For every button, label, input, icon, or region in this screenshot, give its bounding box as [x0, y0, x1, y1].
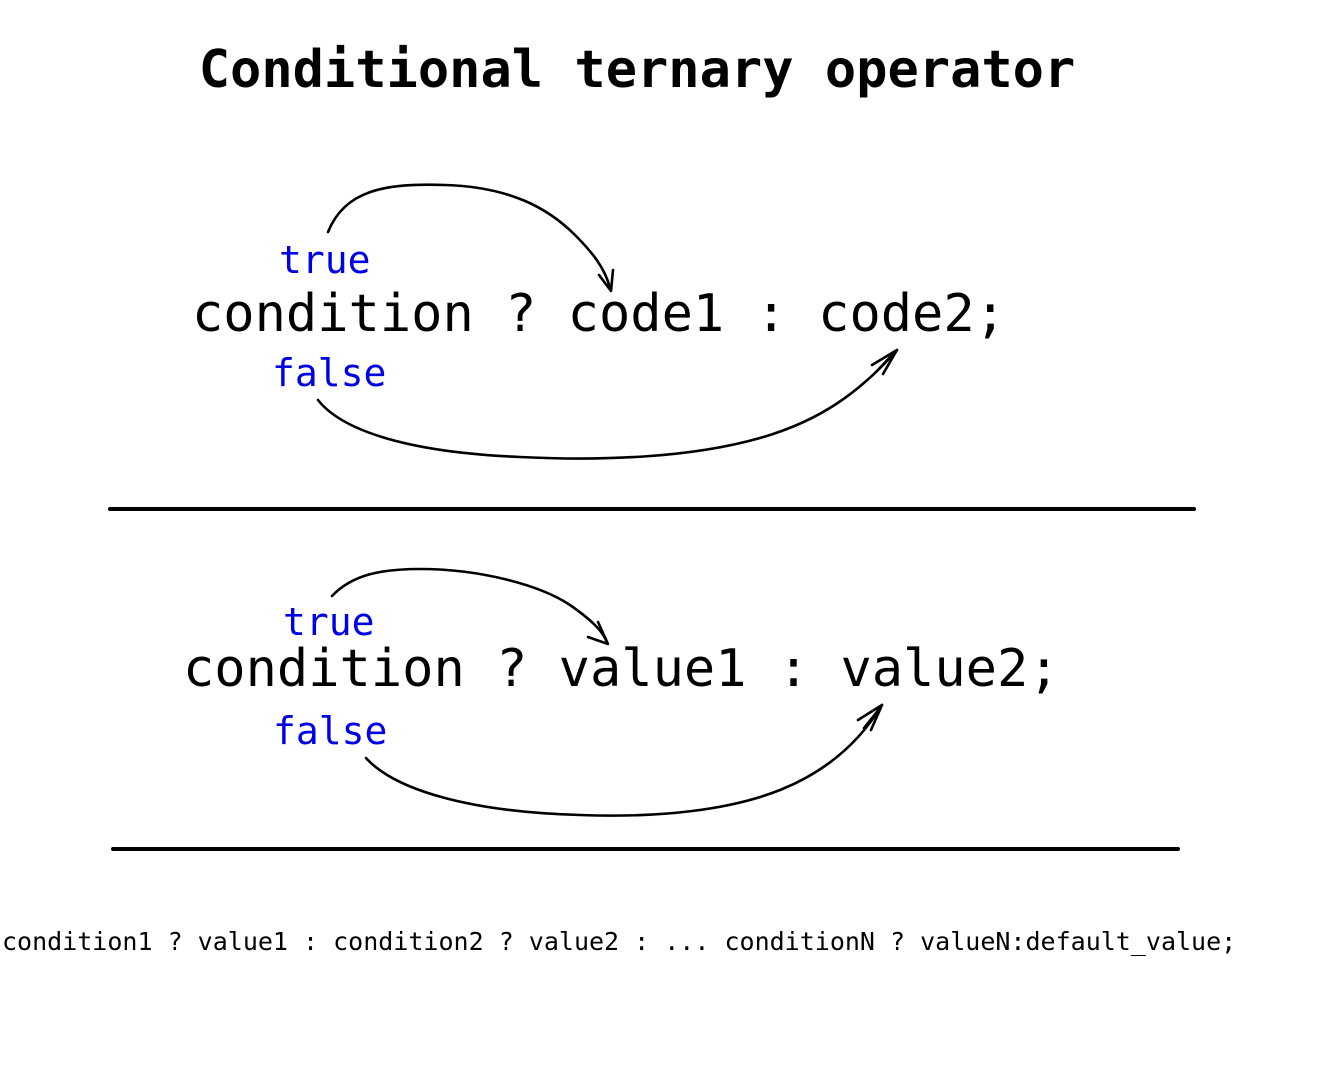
diagram-title: Conditional ternary operator [198, 40, 1076, 100]
false-label-code: false [272, 351, 387, 395]
true-label-code: true [279, 238, 371, 282]
false-arrow-value2 [364, 703, 884, 817]
false-arrowhead-code2 [870, 348, 899, 376]
chained-ternary-expression: condition1 ? value1 : condition2 ? value… [2, 927, 1237, 956]
false-label-value: false [273, 709, 388, 753]
true-label-value: true [283, 600, 375, 644]
ternary-value-expression: condition ? value1 : value2; [183, 639, 1060, 699]
false-arrow-code2 [316, 348, 899, 460]
ternary-code-expression: condition ? code1 : code2; [192, 284, 1006, 344]
false-arrowhead-value2 [856, 703, 884, 732]
